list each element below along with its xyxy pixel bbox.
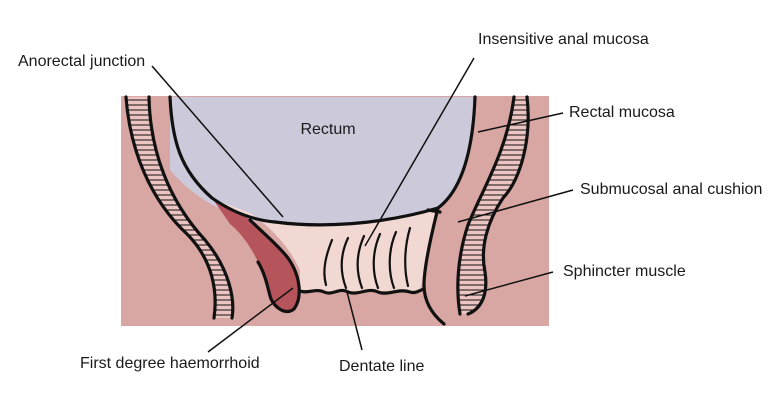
label-rectal-mucosa: Rectal mucosa — [569, 104, 675, 121]
label-sphincter-muscle: Sphincter muscle — [563, 263, 686, 280]
mucosal-folds — [323, 226, 412, 290]
label-dentate-line: Dentate line — [339, 358, 424, 375]
anal-canal-right-step — [426, 208, 442, 214]
anorectal-junction-line — [273, 206, 440, 227]
label-submucosal-anal-cushion: Submucosal anal cushion — [580, 181, 762, 198]
label-first-degree-haemorrhoid: First degree haemorrhoid — [80, 355, 260, 372]
haemorrhoid-region — [212, 198, 300, 312]
dentate-line-path — [298, 287, 426, 295]
label-anorectal-junction: Anorectal junction — [18, 53, 145, 70]
leader-lines — [151, 57, 574, 353]
rectal-wall-left — [168, 95, 277, 224]
anal-canal-right-wall — [422, 206, 446, 326]
rectum-region — [170, 97, 475, 228]
label-rectum: Rectum — [300, 121, 355, 138]
label-insensitive-anal-mucosa: Insensitive anal mucosa — [478, 31, 649, 48]
haemorrhoid-outline — [248, 218, 301, 314]
rectal-wall-right — [436, 95, 477, 210]
